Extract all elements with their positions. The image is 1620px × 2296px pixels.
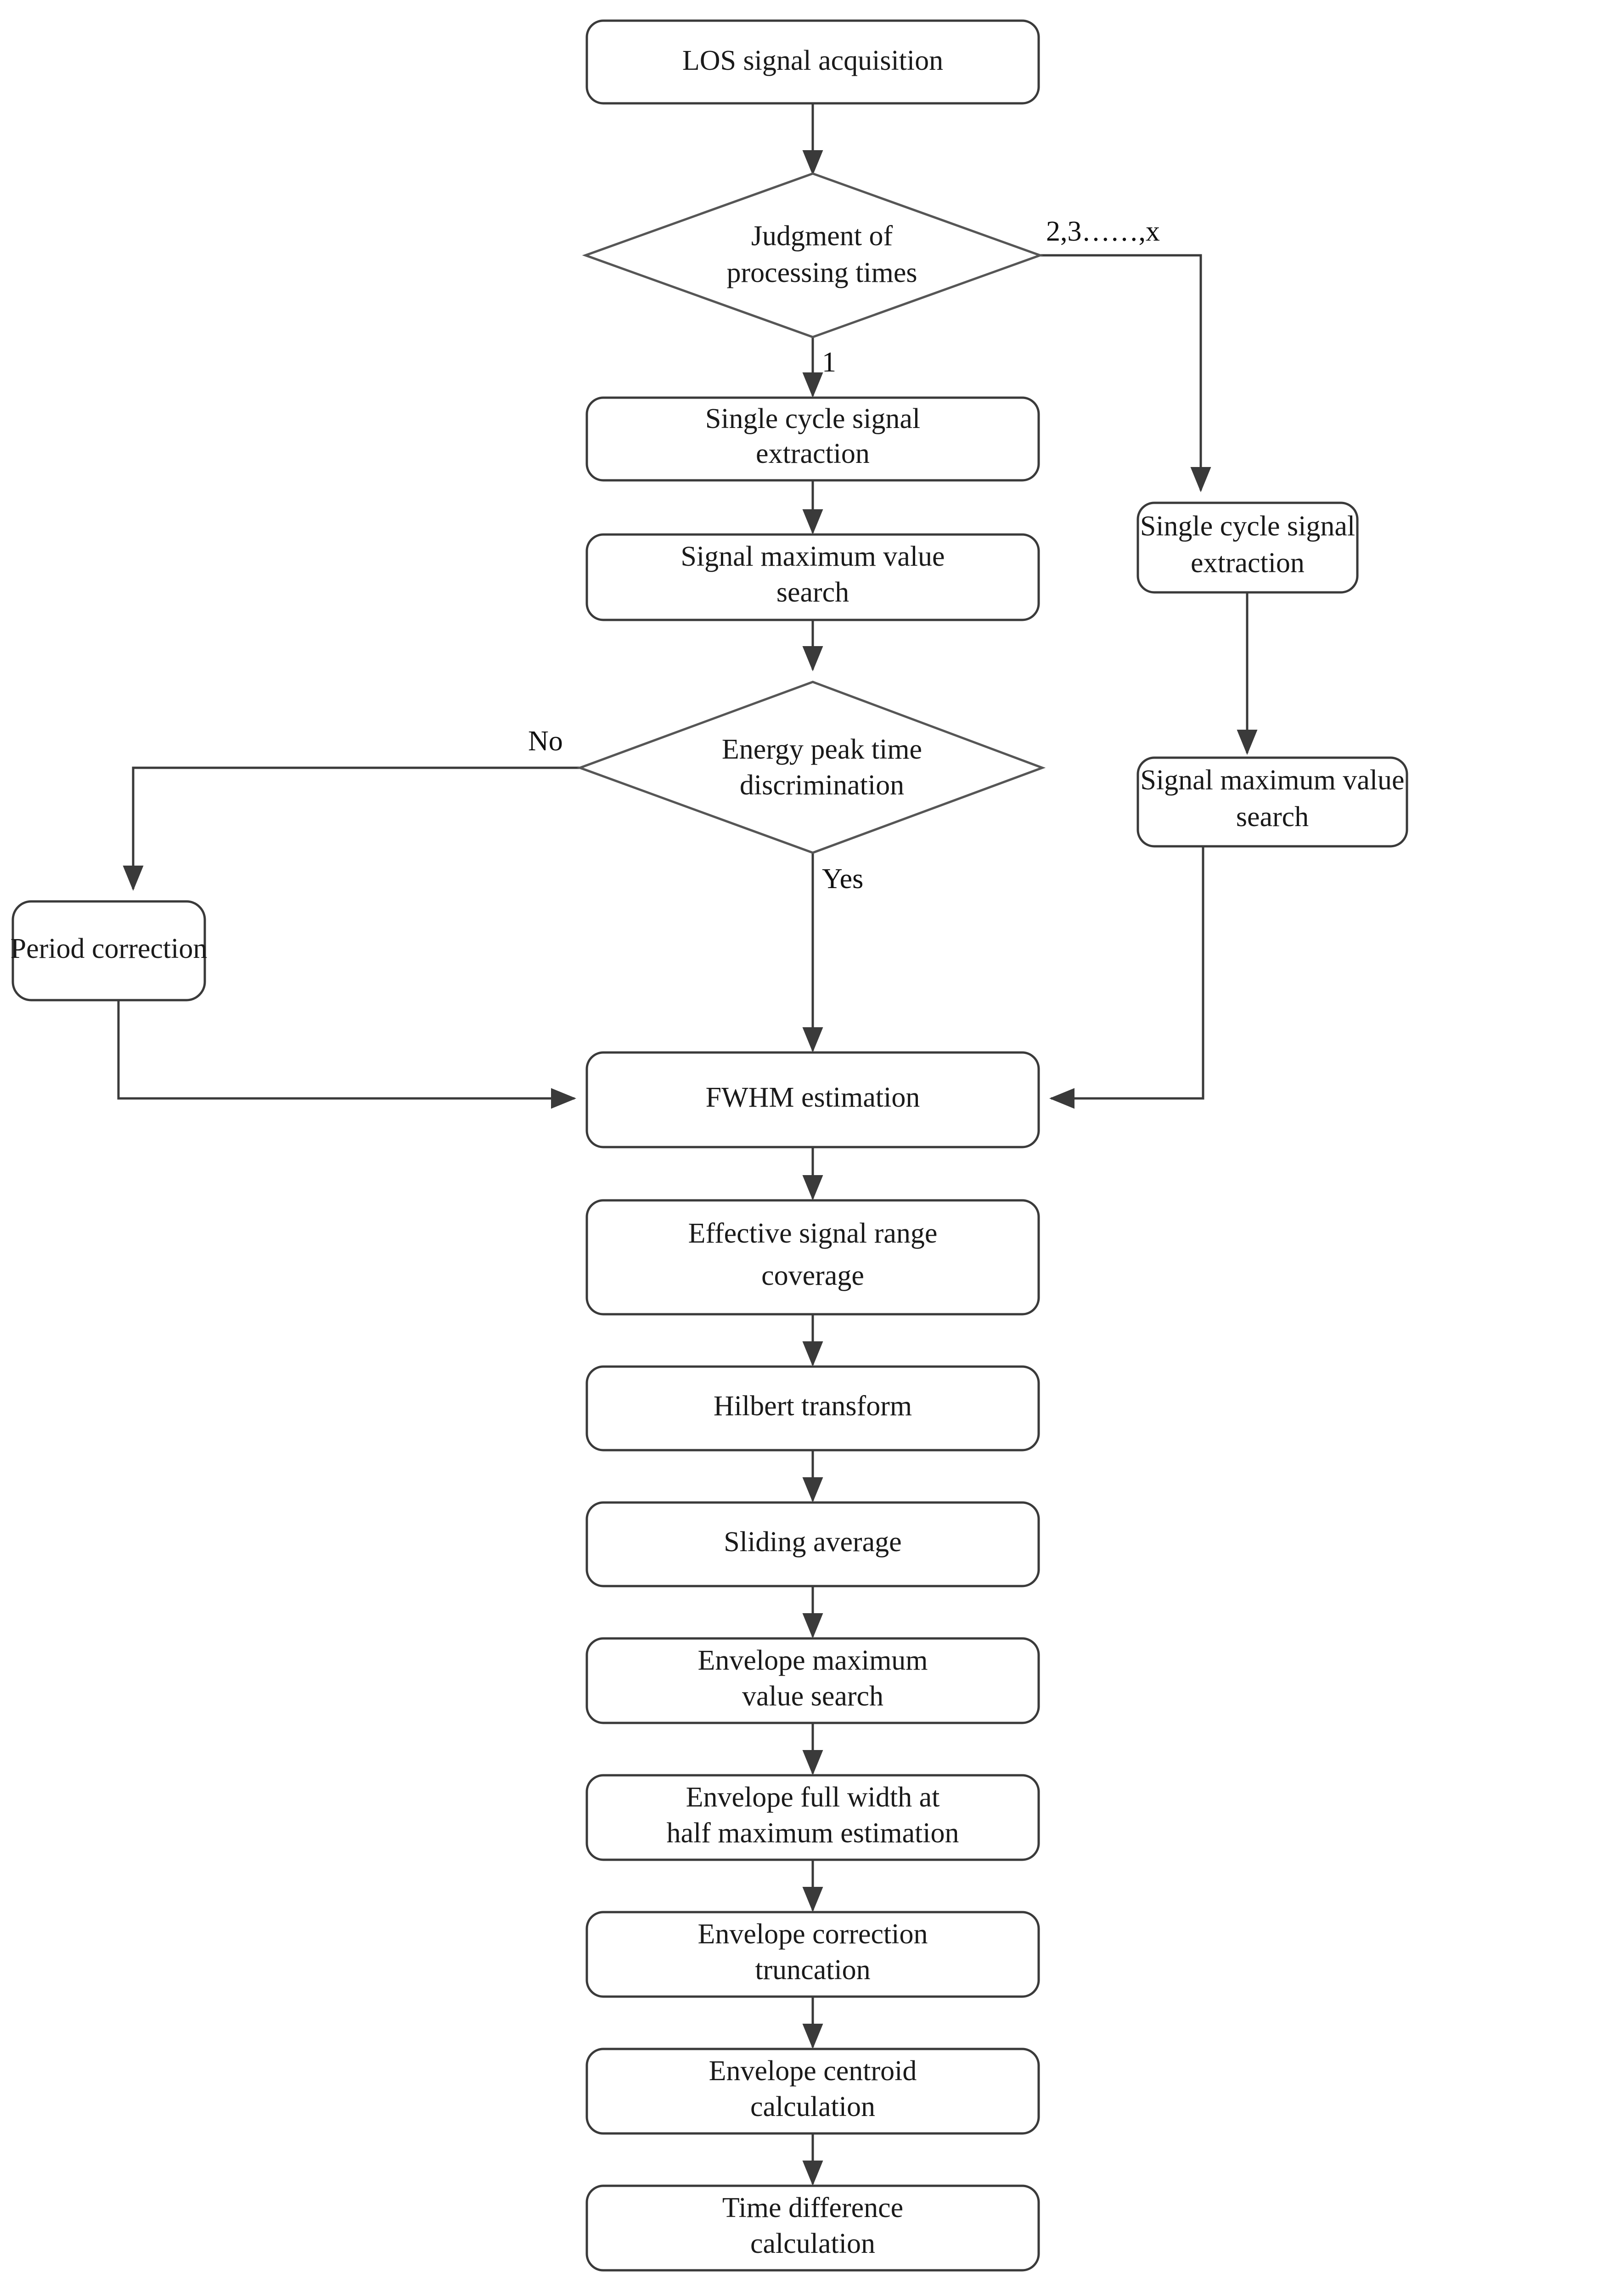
node-shape-rounded-rect — [585, 1365, 1040, 1452]
node-los-signal-acquisition[interactable]: LOS signal acquisition — [585, 19, 1040, 105]
node-label-envelope-max-line-2: value search — [742, 1681, 883, 1712]
node-label-maxsearch-right-line-1: Signal maximum value — [1140, 765, 1404, 796]
node-envelope-full-width-half-maximum-estimation[interactable]: Envelope full width at half maximum esti… — [585, 1774, 1040, 1861]
node-label-hilbert-transform: Hilbert transform — [714, 1390, 912, 1422]
edge-discrimination-no-to-period-correction — [123, 766, 580, 891]
node-shape-rounded-rect — [585, 533, 1040, 621]
node-label-time-difference-line-2: calculation — [750, 2228, 875, 2259]
node-label-period-correction: Period correction — [11, 933, 208, 964]
node-label-envelope-correction-line-1: Envelope correction — [698, 1919, 928, 1950]
node-label-extraction-left-line-1: Single cycle signal — [705, 403, 920, 434]
node-shape-rounded-rect — [585, 1051, 1040, 1148]
node-label-discrimination-line-2: discrimination — [740, 770, 904, 801]
node-shape-rounded-rect — [585, 2048, 1040, 2135]
node-label-envelope-centroid-line-2: calculation — [750, 2091, 875, 2122]
node-shape-diamond — [582, 172, 1044, 338]
node-signal-maximum-value-search-left[interactable]: Signal maximum value search — [585, 533, 1040, 621]
node-hilbert-transform[interactable]: Hilbert transform — [585, 1365, 1040, 1452]
node-label-extraction-left-line-2: extraction — [756, 438, 870, 469]
node-shape-rounded-rect — [585, 1637, 1040, 1724]
edge-judgment-to-extraction-right — [1040, 254, 1211, 493]
node-label-discrimination-line-1: Energy peak time — [722, 734, 922, 765]
node-shape-rounded-rect — [585, 1774, 1040, 1861]
node-label-judgment-line-1: Judgment of — [751, 220, 893, 252]
node-label-envelope-centroid-line-1: Envelope centroid — [709, 2055, 917, 2087]
edge-label-discrimination-yes: Yes — [822, 863, 863, 895]
node-signal-maximum-value-search-right[interactable]: Signal maximum value search — [1136, 756, 1408, 848]
node-envelope-centroid-calculation[interactable]: Envelope centroid calculation — [585, 2048, 1040, 2135]
node-label-sliding-average: Sliding average — [724, 1526, 901, 1558]
edge-label-judgment-many: 2,3……,x — [1046, 216, 1160, 247]
node-label-extraction-right-line-1: Single cycle signal — [1140, 511, 1355, 542]
node-shape-rounded-rect — [1136, 756, 1408, 848]
node-shape-rounded-rect — [11, 900, 206, 1002]
node-energy-peak-time-discrimination[interactable]: Energy peak time discrimination — [576, 681, 1046, 854]
node-envelope-correction-truncation[interactable]: Envelope correction truncation — [585, 1911, 1040, 1998]
node-shape-rounded-rect — [585, 396, 1040, 482]
node-label-maxsearch-left-line-2: search — [776, 577, 849, 608]
node-label-envelope-fwhm-line-2: half maximum estimation — [666, 1818, 959, 1849]
node-period-correction[interactable]: Period correction — [11, 900, 208, 1002]
node-shape-rounded-rect — [585, 1911, 1040, 1998]
node-shape-diamond — [576, 681, 1046, 854]
node-label-time-difference-line-1: Time difference — [722, 2192, 903, 2223]
node-shape-rounded-rect — [585, 2184, 1040, 2272]
node-label-extraction-right-line-2: extraction — [1191, 547, 1305, 579]
node-label-los-signal-acquisition: LOS signal acquisition — [682, 45, 943, 76]
node-label-effective-range-line-1: Effective signal range — [688, 1218, 938, 1249]
node-label-maxsearch-left-line-1: Signal maximum value — [681, 541, 945, 572]
node-shape-rounded-rect — [585, 1501, 1040, 1587]
node-sliding-average[interactable]: Sliding average — [585, 1501, 1040, 1587]
node-fwhm-estimation[interactable]: FWHM estimation — [585, 1051, 1040, 1148]
edge-label-judgment-one: 1 — [822, 347, 836, 378]
node-label-maxsearch-right-line-2: search — [1236, 801, 1309, 833]
node-label-judgment-line-2: processing times — [727, 257, 917, 288]
node-label-envelope-fwhm-line-1: Envelope full width at — [686, 1782, 940, 1813]
node-label-fwhm-estimation: FWHM estimation — [706, 1082, 920, 1113]
edge-period-correction-to-fwhm — [117, 1000, 577, 1109]
edge-label-discrimination-no: No — [528, 726, 563, 757]
node-envelope-maximum-value-search[interactable]: Envelope maximum value search — [585, 1637, 1040, 1724]
node-time-difference-calculation[interactable]: Time difference calculation — [585, 2184, 1040, 2272]
node-single-cycle-signal-extraction-left[interactable]: Single cycle signal extraction — [585, 396, 1040, 482]
node-label-envelope-correction-line-2: truncation — [755, 1954, 870, 1986]
edge-maxsearch-right-to-fwhm — [1049, 846, 1204, 1109]
node-label-effective-range-line-2: coverage — [761, 1260, 864, 1291]
node-label-envelope-max-line-1: Envelope maximum — [698, 1645, 928, 1676]
node-effective-signal-range-coverage[interactable]: Effective signal range coverage — [585, 1199, 1040, 1316]
node-shape-rounded-rect — [585, 19, 1040, 105]
node-judgment-of-processing-times[interactable]: Judgment of processing times — [582, 172, 1044, 338]
node-shape-rounded-rect — [1136, 501, 1359, 594]
node-shape-rounded-rect — [585, 1199, 1040, 1316]
node-single-cycle-signal-extraction-right[interactable]: Single cycle signal extraction — [1136, 501, 1359, 594]
